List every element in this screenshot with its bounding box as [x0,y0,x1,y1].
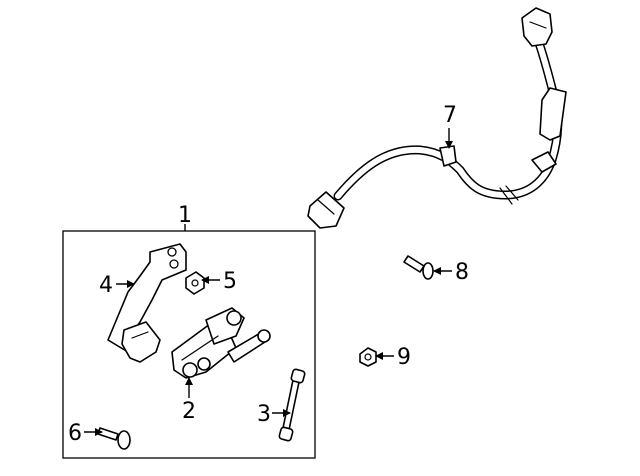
wiring-harness [307,7,567,229]
bolt-6 [97,427,131,450]
assembly-box [62,230,316,459]
callout-5: 5 [223,269,237,294]
callout-8: 8 [455,260,469,285]
callout-7: 7 [443,103,457,128]
callout-1: 1 [178,203,192,228]
callout-3: 3 [257,402,271,427]
callout-9: 9 [397,345,411,370]
nut-5 [185,271,205,295]
sensor-bracket [107,243,187,363]
nut-9 [359,347,377,367]
callout-6: 6 [68,421,82,446]
height-sensor [171,307,271,379]
link-rod [278,368,306,442]
bolt-8 [403,255,434,280]
callout-4: 4 [99,273,113,298]
callout-2: 2 [182,399,196,424]
